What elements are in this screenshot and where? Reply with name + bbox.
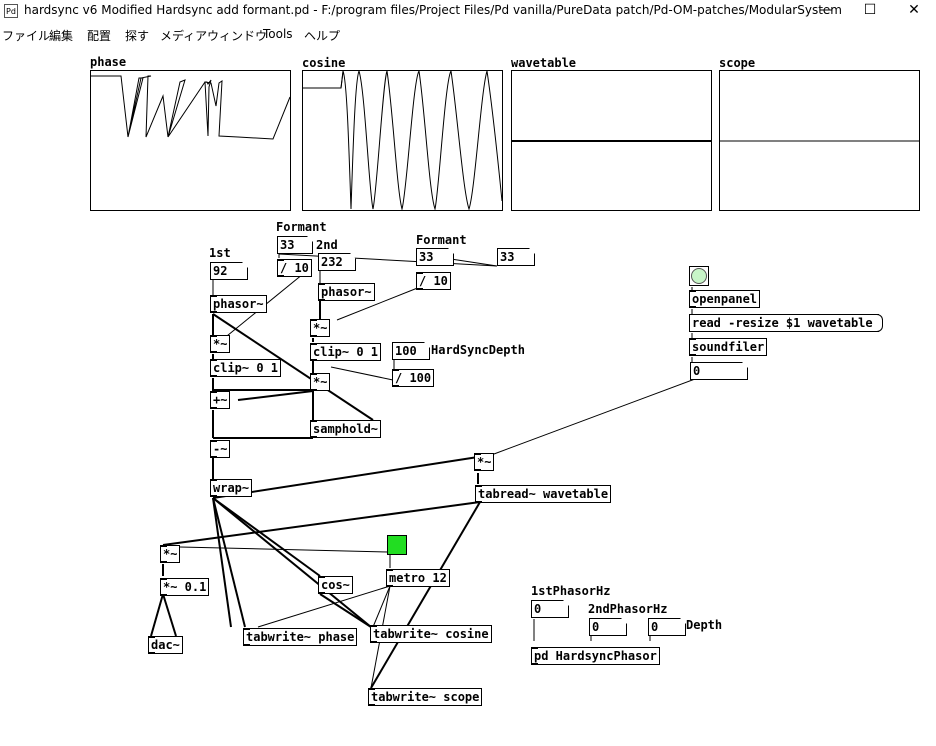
object-mul-d[interactable]: *~ — [474, 453, 495, 471]
object-tabwrite-phase[interactable]: tabwrite~ phase — [243, 628, 358, 646]
menu-help[interactable]: ヘルプ — [304, 29, 341, 43]
object-clip-b[interactable]: clip~ 0 1 — [210, 359, 282, 377]
object-wrap[interactable]: wrap~ — [210, 479, 253, 497]
toggle-metro[interactable] — [387, 535, 407, 555]
comment-formant-1: Formant — [276, 220, 327, 234]
number-hardsync-depth[interactable]: 100 — [392, 342, 430, 360]
comment-2nd: 2nd — [316, 238, 338, 252]
object-phasor-1st[interactable]: phasor~ — [210, 295, 267, 313]
number-soundfiler-output[interactable]: 0 — [690, 362, 748, 380]
graph-label-phase: phase — [90, 55, 127, 69]
object-div-100[interactable]: / 100 — [392, 369, 435, 387]
comment-formant-2: Formant — [416, 233, 467, 247]
object-dac[interactable]: dac~ — [148, 636, 183, 654]
graph-label-wavetable: wavetable — [511, 56, 577, 70]
object-mul-b[interactable]: *~ — [210, 335, 231, 353]
wavetable-waveform — [512, 140, 711, 142]
menu-media[interactable]: メディア — [160, 29, 208, 43]
number-formant-2[interactable]: 33 — [416, 248, 454, 266]
graph-label-scope: scope — [719, 56, 756, 70]
window-title: hardsync v6 Modified Hardsync add forman… — [24, 3, 842, 17]
array-graph-phase[interactable] — [90, 70, 291, 211]
object-phasor-2nd[interactable]: phasor~ — [318, 283, 375, 301]
number-formant-1[interactable]: 33 — [277, 236, 313, 254]
comment-1st: 1st — [209, 246, 231, 260]
object-div-10-a[interactable]: / 10 — [277, 259, 312, 277]
object-mul-e[interactable]: *~ — [160, 545, 181, 563]
bang-openpanel[interactable] — [689, 266, 709, 286]
object-clip-a[interactable]: clip~ 0 1 — [310, 343, 382, 361]
graph-label-cosine: cosine — [302, 56, 346, 70]
message-read-resize[interactable]: read -resize $1 wavetable — [689, 314, 883, 332]
close-button[interactable]: ✕ — [908, 2, 920, 18]
number-1st-phasor-hz[interactable]: 0 — [531, 600, 569, 618]
phase-waveform — [91, 75, 291, 140]
menu-file[interactable]: ファイル — [2, 29, 51, 43]
bang-circle-icon — [691, 268, 707, 284]
object-mul-a[interactable]: *~ — [310, 319, 331, 337]
array-graph-scope[interactable] — [719, 70, 920, 211]
object-minus[interactable]: -~ — [210, 440, 231, 458]
array-graph-wavetable[interactable] — [511, 70, 712, 211]
number-2nd[interactable]: 232 — [318, 253, 356, 271]
object-soundfiler[interactable]: soundfiler — [689, 338, 768, 356]
comment-1stphasorhz: 1stPhasorHz — [531, 584, 611, 598]
object-tabwrite-scope[interactable]: tabwrite~ scope — [368, 688, 483, 706]
comment-2ndphasorhz: 2ndPhasorHz — [588, 602, 668, 616]
object-plus[interactable]: +~ — [210, 391, 231, 409]
object-openpanel[interactable]: openpanel — [689, 290, 761, 308]
array-graph-cosine[interactable] — [302, 69, 503, 211]
object-samphold[interactable]: samphold~ — [310, 420, 382, 438]
comment-hardsyncdepth: HardSyncDepth — [431, 343, 525, 357]
menu-edit[interactable]: 編集 — [49, 29, 74, 43]
pd-app-icon: Pd — [4, 4, 18, 18]
title-bar: Pd hardsync v6 Modified Hardsync add for… — [0, 0, 936, 22]
object-tabread-wavetable[interactable]: tabread~ wavetable — [475, 485, 612, 503]
object-tabwrite-cosine[interactable]: tabwrite~ cosine — [370, 625, 492, 643]
number-1st[interactable]: 92 — [210, 262, 248, 280]
number-2nd-phasor-hz[interactable]: 0 — [589, 618, 627, 636]
menu-put[interactable]: 配置 — [87, 29, 112, 43]
menu-find[interactable]: 探す — [125, 29, 150, 43]
menu-tools[interactable]: Tools — [263, 27, 293, 41]
object-div-10-b[interactable]: / 10 — [416, 272, 451, 290]
patch-cords — [150, 253, 696, 689]
object-pd-hardsyncphasor[interactable]: pd HardsyncPhasor — [531, 647, 660, 665]
comment-depth: Depth — [686, 618, 723, 632]
object-mul-c[interactable]: *~ — [310, 373, 331, 391]
scope-waveform — [720, 140, 919, 142]
object-metro[interactable]: metro 12 — [386, 569, 450, 587]
number-depth[interactable]: 0 — [648, 618, 686, 636]
maximize-button[interactable]: ☐ — [863, 2, 877, 18]
menu-bar: ファイル 編集 配置 探す メディア ウィンドウ Tools ヘルプ — [0, 24, 936, 44]
cosine-waveform — [303, 69, 503, 211]
minimize-button[interactable]: — — [819, 2, 833, 18]
object-cos[interactable]: cos~ — [318, 576, 353, 594]
menu-window[interactable]: ウィンドウ — [207, 29, 268, 43]
object-mul-0-1[interactable]: *~ 0.1 — [160, 578, 210, 596]
number-formant-output[interactable]: 33 — [497, 248, 535, 266]
